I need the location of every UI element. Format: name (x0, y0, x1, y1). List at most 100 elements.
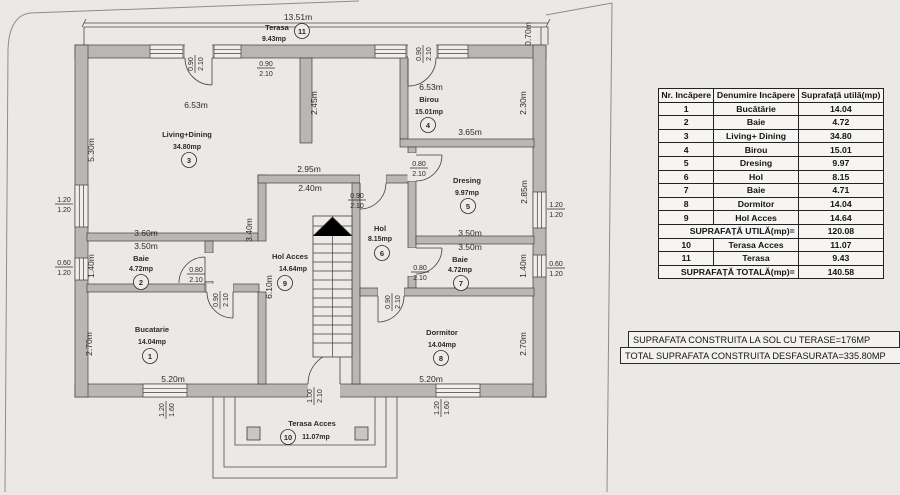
dimension-label: 3.50m (458, 242, 482, 252)
dimension-label: 2.95m (297, 164, 321, 174)
opening-size-label: 0.60 1.20 (55, 260, 73, 277)
table-cell-area: 34.80 (797, 128, 885, 144)
dimension-label: 1.40m (86, 254, 96, 278)
opening-width: 0.80 (412, 161, 426, 168)
room-name-label: Baie (452, 255, 468, 264)
built-area-note: SUPRAFATA CONSTRUITA LA SOL CU TERASE=17… (628, 331, 900, 348)
table-row: SUPRAFAȚĂ UTILĂ(mp)=120.08 (658, 223, 885, 239)
room-number-circle (181, 152, 197, 168)
terrace-outline (81, 18, 551, 45)
access-terrace-steps (212, 397, 398, 479)
table-cell-name: Bucătărie (713, 101, 799, 117)
built-area-note-text: SUPRAFATA CONSTRUITA LA SOL CU TERASE=17… (633, 334, 871, 345)
opening-height: 2.10 (395, 295, 402, 309)
table-total-label: SUPRAFAȚĂ TOTALĂ(mp)= (658, 264, 799, 280)
table-cell-area: 8.15 (797, 169, 885, 185)
dimension-label: 5.20m (419, 374, 443, 384)
opening-height: 1.20 (57, 207, 71, 214)
room-name-label: Birou (419, 95, 439, 104)
opening-width: 0.90 (259, 61, 273, 68)
opening-height: 2.10 (223, 293, 230, 307)
room-name-label: Dresing (453, 176, 481, 185)
room-number: 7 (459, 279, 463, 288)
room-number: 1 (148, 352, 152, 361)
table-cell-area: 14.64 (797, 210, 885, 225)
opening-width: 1.20 (434, 401, 441, 415)
room-area-label: 14.04mp (428, 342, 456, 349)
room-number: 11 (298, 27, 306, 36)
opening-height: 2.10 (413, 275, 427, 282)
total-built-area-note: TOTAL SUPRAFATA CONSTRUITA DESFASURATA=3… (620, 347, 900, 364)
room-name-label: Bucatarie (135, 325, 169, 334)
room-number-circle (433, 350, 449, 366)
table-cell-name: Birou (713, 142, 799, 157)
room-name-label: Living+Dining (162, 130, 212, 139)
room-number: 5 (466, 202, 470, 211)
room-name-label: Terasa Acces (288, 419, 336, 428)
dimension-label: 2.70m (84, 332, 94, 356)
opening-size-label: 0.902.10 (348, 193, 366, 210)
room-number-circle (280, 429, 296, 445)
room-number: 10 (284, 433, 292, 442)
opening-size-label: 1.201.20 (55, 197, 73, 214)
opening-width: 1.20 (159, 403, 166, 417)
table-cell-nr: 3 (657, 128, 715, 144)
table-cell-name: Hol (713, 169, 799, 185)
dimension-label: 3.50m (134, 241, 158, 251)
door-swings (178, 57, 443, 385)
opening-width: 1.00 (307, 389, 314, 403)
opening-height: 1.20 (57, 270, 71, 277)
room-number: 3 (187, 156, 191, 165)
opening-width: 0.60 (549, 261, 563, 268)
room-number-circle (277, 275, 293, 291)
opening-width: 0.90 (213, 293, 220, 307)
room-area-label: 14.04mp (138, 339, 166, 346)
table-cell-name: Terasa Acces (713, 237, 799, 253)
room-area-label: 9.97mp (455, 190, 479, 197)
opening-height: 1.20 (549, 271, 563, 278)
opening-width: 0.90 (350, 193, 364, 200)
table-row: SUPRAFAȚĂ TOTALĂ(mp)=140.58 (658, 264, 885, 280)
table-cell-name: Hol Acces (713, 210, 799, 225)
opening-height: 2.10 (412, 171, 426, 178)
room-name-label: Hol Acces (272, 252, 308, 261)
table-cell-nr: 2 (657, 115, 715, 130)
table-cell-name: Baie (713, 115, 799, 130)
room-number: 8 (439, 354, 443, 363)
page-edge-lines (4, 0, 613, 493)
table-cell-nr: 11 (657, 251, 715, 266)
table-header: Nr. Incăpere (657, 88, 715, 103)
table-cell-area: 9.97 (797, 155, 885, 171)
table-cell-area: 11.07 (797, 237, 885, 253)
opening-height: 2.10 (259, 71, 273, 78)
table-cell-area: 9.43 (797, 251, 885, 266)
dimension-label: 3.65m (458, 127, 482, 137)
table-header: Denumire Incăpere (713, 88, 799, 103)
room-number-circle (453, 275, 469, 291)
room-area-label: 4.72mp (129, 266, 153, 273)
door-openings (185, 44, 436, 398)
table-cell-name: Baie (713, 183, 799, 198)
dimension-label: 1.40m (518, 254, 528, 278)
dimension-label: 0.70m (523, 22, 533, 46)
terrace-column (246, 426, 261, 441)
staircase (312, 215, 353, 358)
opening-width: 0.60 (57, 260, 71, 267)
dimension-label: 5.20m (161, 374, 185, 384)
windows (74, 44, 547, 398)
opening-height: 1.60 (169, 403, 176, 417)
dimension-label: 2.45m (309, 91, 319, 115)
